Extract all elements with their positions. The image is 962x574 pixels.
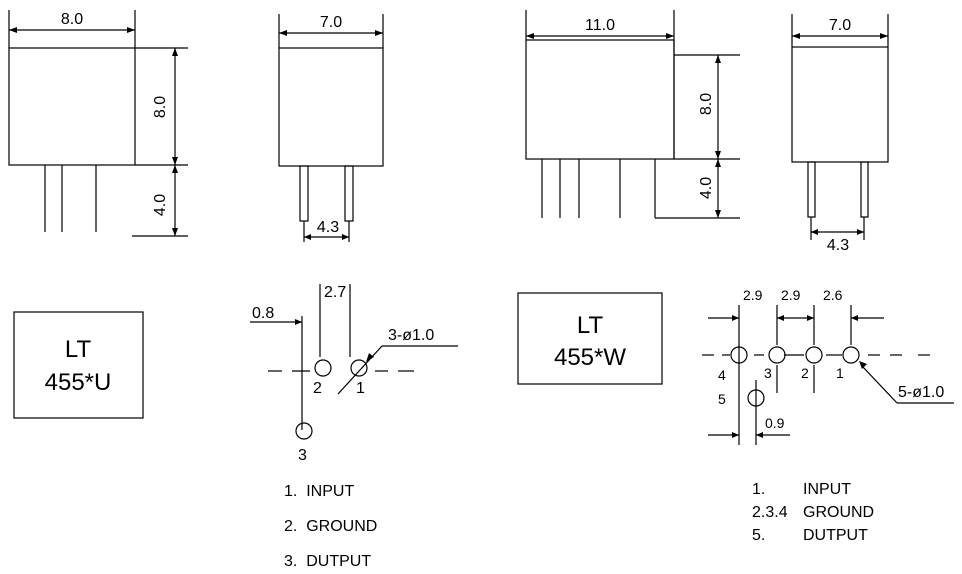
u-marking-line1: LT [65, 336, 92, 363]
u-marking-line2: 455*U [45, 369, 112, 396]
w-legend-num: 2.3.4 [752, 504, 788, 521]
w-pin-hole [768, 346, 786, 364]
u-side-view: 7.0 4.3 [278, 14, 384, 242]
w-pin-hole [747, 389, 765, 407]
u-side-lead [299, 165, 309, 222]
w-legend-label: DUTPUT [803, 527, 868, 544]
w-legend-label: INPUT [803, 481, 851, 498]
u-footprint-spacing-label: 2.7 [324, 284, 346, 301]
w-offset-label: 0.9 [765, 415, 785, 431]
u-hole-callout: 3-ø1.0 [388, 327, 434, 344]
w-hole-callout: 5-ø1.0 [898, 384, 944, 401]
u-lead-length-label: 4.0 [152, 194, 169, 216]
u-pin-number-3: 3 [298, 447, 307, 464]
w-footprint: 2.9 2.9 2.6 0.9 5-ø1.0 4 3 2 1 5 [702, 287, 954, 445]
w-side-view: 7.0 4.3 [791, 14, 889, 254]
w-marking-box: LT 455*W [517, 292, 663, 385]
u-front-width-label: 8.0 [61, 11, 83, 28]
w-spacing-label-1: 2.9 [743, 287, 763, 303]
w-pin-hole [842, 346, 860, 364]
w-pin-hole [805, 346, 823, 364]
u-marking-box: LT 455*U [13, 311, 144, 419]
w-front-view: 11.0 8.0 4.0 [525, 10, 740, 219]
w-legend-label: GROUND [803, 504, 874, 521]
u-pin-number-1: 1 [356, 380, 365, 397]
u-legend-item: 3. DUTPUT [284, 553, 371, 570]
w-marking-line2: 455*W [554, 344, 626, 371]
w-pin-hole [730, 346, 748, 364]
w-pin-legend: 1. INPUT 2.3.4 GROUND 5. DUTPUT [752, 481, 874, 544]
u-pin-hole [314, 359, 332, 377]
w-marking-line1: LT [577, 312, 604, 339]
u-pin-hole [295, 422, 313, 440]
u-front-view: 8.0 8.0 4.0 [8, 10, 188, 237]
u-body-height-label: 8.0 [152, 96, 169, 118]
w-lead-length-label: 4.0 [698, 177, 715, 199]
w-pin-number-1: 1 [836, 365, 844, 381]
w-pin-number-2: 2 [801, 365, 809, 381]
w-side-lead [860, 161, 869, 218]
u-pin-number-2: 2 [313, 380, 322, 397]
w-pin-number-3: 3 [764, 365, 772, 381]
w-spacing-label-2: 2.9 [781, 287, 801, 303]
w-legend-num: 5. [752, 527, 765, 544]
u-footprint-offset-label: 0.8 [252, 305, 274, 322]
u-pin-pitch-label: 4.3 [317, 219, 339, 236]
u-side-lead [344, 165, 354, 222]
w-legend-num: 1. [752, 481, 765, 498]
u-pin-legend: 1. INPUT 2. GROUND 3. DUTPUT [284, 483, 377, 570]
u-legend-item: 1. INPUT [284, 483, 354, 500]
w-side-lead [807, 161, 816, 218]
w-pin-number-5: 5 [718, 391, 726, 407]
u-footprint: 0.8 2.7 3-ø1.0 2 1 3 [250, 284, 458, 464]
w-side-width-label: 7.0 [829, 17, 851, 34]
w-side-body [791, 46, 889, 163]
u-side-width-label: 7.0 [320, 14, 342, 31]
w-front-body [525, 39, 675, 160]
u-pin-hole [350, 359, 368, 377]
w-pin-pitch-label: 4.3 [827, 237, 849, 254]
w-spacing-label-3: 2.6 [823, 287, 843, 303]
w-body-height-label: 8.0 [698, 93, 715, 115]
u-side-body [278, 47, 384, 167]
u-front-body [8, 47, 136, 166]
u-legend-item: 2. GROUND [284, 518, 377, 535]
w-front-width-label: 11.0 [585, 17, 615, 34]
w-pin-number-4: 4 [718, 367, 726, 383]
